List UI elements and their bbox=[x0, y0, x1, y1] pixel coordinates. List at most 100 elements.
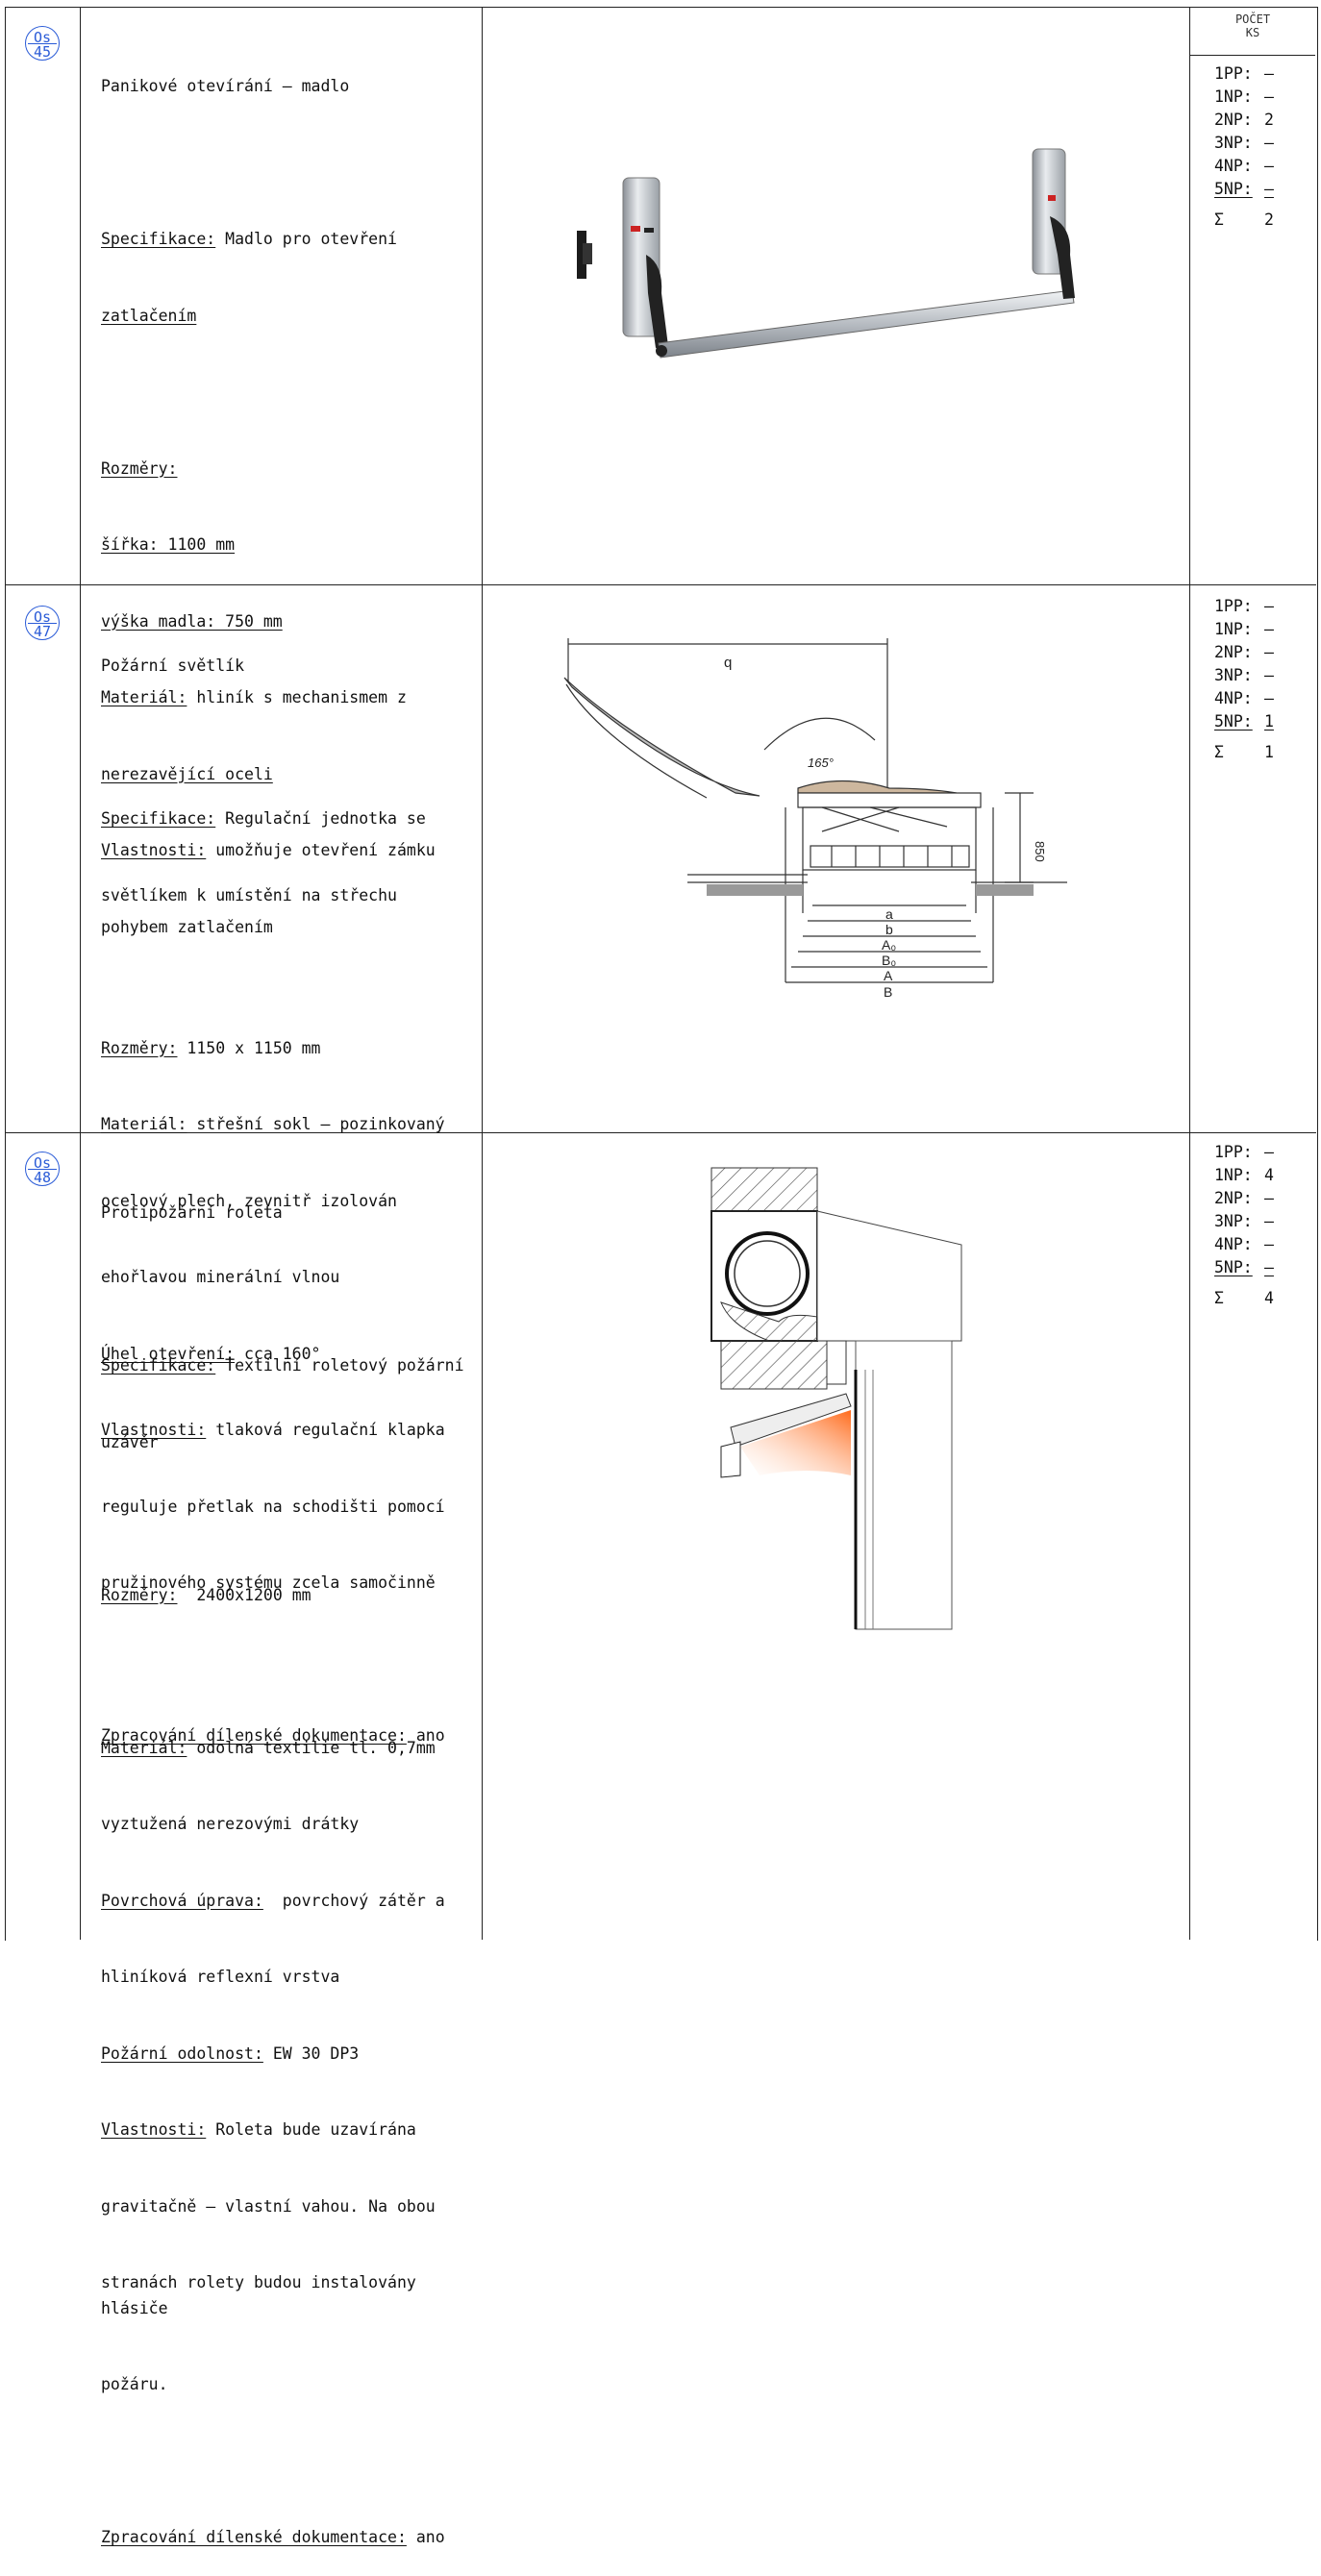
count-header-line1: POČET bbox=[1234, 12, 1271, 26]
dims-label: Rozměry: bbox=[101, 1038, 178, 1057]
spec-label: Specifikace: bbox=[101, 1356, 216, 1375]
item-title: Požární světlík bbox=[101, 656, 245, 675]
sum-value: 4 bbox=[1264, 1289, 1274, 1307]
item-title: Panikové otevírání – madlo bbox=[101, 77, 350, 95]
count-value: – bbox=[1264, 666, 1274, 684]
angle-label: Úhel otevření: bbox=[101, 1344, 236, 1363]
material-text-cont: vyztužená nerezovými drátky bbox=[101, 1815, 360, 1833]
item-code-prefix: Os bbox=[33, 29, 52, 46]
dim-angle: 165° bbox=[808, 755, 834, 770]
item-title: Protipožární roleta bbox=[101, 1203, 283, 1222]
dim-q: q bbox=[724, 655, 732, 671]
item-code-badge: Os 45 bbox=[25, 26, 60, 61]
left-lever bbox=[646, 255, 668, 348]
column-divider-description bbox=[482, 7, 483, 1940]
dims-height: výška madla: 750 mm bbox=[101, 611, 283, 631]
smoke-vent-diagram: q 165° 850 a b A₀ B₀ A B bbox=[563, 638, 1067, 1000]
fire-glow bbox=[740, 1410, 851, 1475]
count-value: – bbox=[1264, 64, 1274, 83]
count-value: – bbox=[1264, 1189, 1274, 1207]
count-floor: 1PP: bbox=[1214, 64, 1253, 83]
doc-label: Zpracování dílenské dokumentace: bbox=[101, 1726, 407, 1745]
right-lever bbox=[1050, 216, 1075, 299]
spec-text-cont: světlíkem k umístění na střechu bbox=[101, 885, 397, 904]
count-floor: 3NP: bbox=[1214, 666, 1253, 684]
props-label: Vlastnosti: bbox=[101, 841, 207, 859]
item-description: Panikové otevírání – madlo Specifikace: … bbox=[101, 23, 481, 966]
count-floor: 1NP: bbox=[1214, 1166, 1253, 1184]
dim-A: A bbox=[884, 968, 893, 983]
column-divider-code bbox=[80, 7, 81, 1940]
angle-text: cca 160° bbox=[235, 1344, 321, 1363]
material-text: odolná textilie tl. 0,7mm bbox=[187, 1738, 436, 1757]
fire-label: Požární odolnost: bbox=[101, 2043, 263, 2063]
surface-text-cont: hliníková reflexní vrstva bbox=[101, 1968, 340, 1986]
material-label: Materiál: bbox=[101, 688, 187, 706]
count-floor: 1PP: bbox=[1214, 1143, 1253, 1161]
count-value: – bbox=[1264, 87, 1274, 106]
spec-label: Specifikace: bbox=[101, 809, 216, 828]
surface-label: Povrchová úprava: bbox=[101, 1891, 263, 1910]
surface-text: povrchový zátěr a bbox=[262, 1891, 445, 1910]
count-floor: 4NP: bbox=[1214, 157, 1253, 175]
dim-a0: A₀ bbox=[882, 937, 896, 953]
doc-text: ano bbox=[406, 1726, 445, 1745]
props-text-cont: stranách rolety budou instalovány hlásič… bbox=[101, 2273, 426, 2317]
props-text: Roleta bude uzavírána bbox=[206, 2120, 416, 2139]
fire-text: EW 30 DP3 bbox=[262, 2043, 360, 2063]
count-floor: 1NP: bbox=[1214, 620, 1253, 638]
props-text-cont: pružinového systému zcela samočinně bbox=[101, 1573, 436, 1592]
count-header-line2: KS bbox=[1245, 26, 1260, 39]
count-value: – bbox=[1264, 597, 1274, 615]
dims-text: 1150 x 1150 mm bbox=[177, 1038, 321, 1057]
dim-b0: B₀ bbox=[882, 953, 896, 968]
push-bar bbox=[658, 289, 1075, 359]
count-value: 4 bbox=[1264, 1166, 1274, 1184]
strike-plate bbox=[577, 231, 586, 279]
props-text: umožňuje otevření zámku bbox=[206, 841, 436, 859]
spec-text-cont: zatlačením bbox=[101, 306, 197, 325]
material-text-cont: ehořlavou minerální vlnou bbox=[101, 1268, 340, 1286]
item-code-number: 48 bbox=[33, 1169, 52, 1186]
count-floor: 4NP: bbox=[1214, 1235, 1253, 1253]
count-header-divider bbox=[1190, 55, 1315, 56]
count-value: – bbox=[1264, 1235, 1274, 1253]
sum-symbol: Σ bbox=[1214, 1289, 1224, 1307]
sum-symbol: Σ bbox=[1214, 743, 1224, 761]
sum-value: 1 bbox=[1264, 743, 1274, 761]
count-value: – bbox=[1264, 620, 1274, 638]
dims-width: šířka: 1100 mm bbox=[101, 535, 236, 554]
panic-bar-image bbox=[577, 148, 1075, 359]
column-divider-image bbox=[1189, 7, 1190, 1940]
material-text-cont: ocelový plech, zevnitř izolován bbox=[101, 1191, 397, 1210]
count-floor: 2NP: bbox=[1214, 643, 1253, 661]
row-divider-1 bbox=[5, 584, 1316, 585]
spec-sheet bbox=[5, 7, 1318, 1941]
props-text-cont: pohybem zatlačením bbox=[101, 917, 273, 936]
count-floor: 5NP: bbox=[1214, 180, 1253, 198]
count-value: – bbox=[1264, 180, 1274, 198]
count-floor: 3NP: bbox=[1214, 134, 1253, 152]
item-code-badge: Os 48 bbox=[25, 1152, 60, 1186]
count-floor: 5NP: bbox=[1214, 712, 1253, 731]
dim-height: 850 bbox=[1033, 841, 1047, 862]
count-header: POČET KS bbox=[1190, 12, 1315, 39]
material-text: střešní sokl – pozinkovaný bbox=[187, 1115, 445, 1133]
item-description: Požární světlík Specifikace: Regulační j… bbox=[101, 603, 481, 1774]
material-text: hliník s mechanismem z bbox=[187, 688, 407, 706]
count-value: – bbox=[1264, 1212, 1274, 1230]
count-floor: 4NP: bbox=[1214, 689, 1253, 707]
props-label: Vlastnosti: bbox=[101, 1421, 207, 1439]
item-code-number: 47 bbox=[33, 623, 52, 640]
count-value: – bbox=[1264, 1258, 1274, 1276]
props-text-cont: požáru. bbox=[101, 2375, 168, 2393]
doc-text: ano bbox=[406, 2528, 445, 2546]
fire-shutter-image bbox=[710, 1167, 962, 1630]
row-divider-2 bbox=[5, 1132, 1316, 1133]
material-label: Materiál: bbox=[101, 1738, 187, 1757]
sum-symbol: Σ bbox=[1214, 211, 1224, 229]
spec-text: Textilní roletový požární bbox=[215, 1356, 464, 1375]
